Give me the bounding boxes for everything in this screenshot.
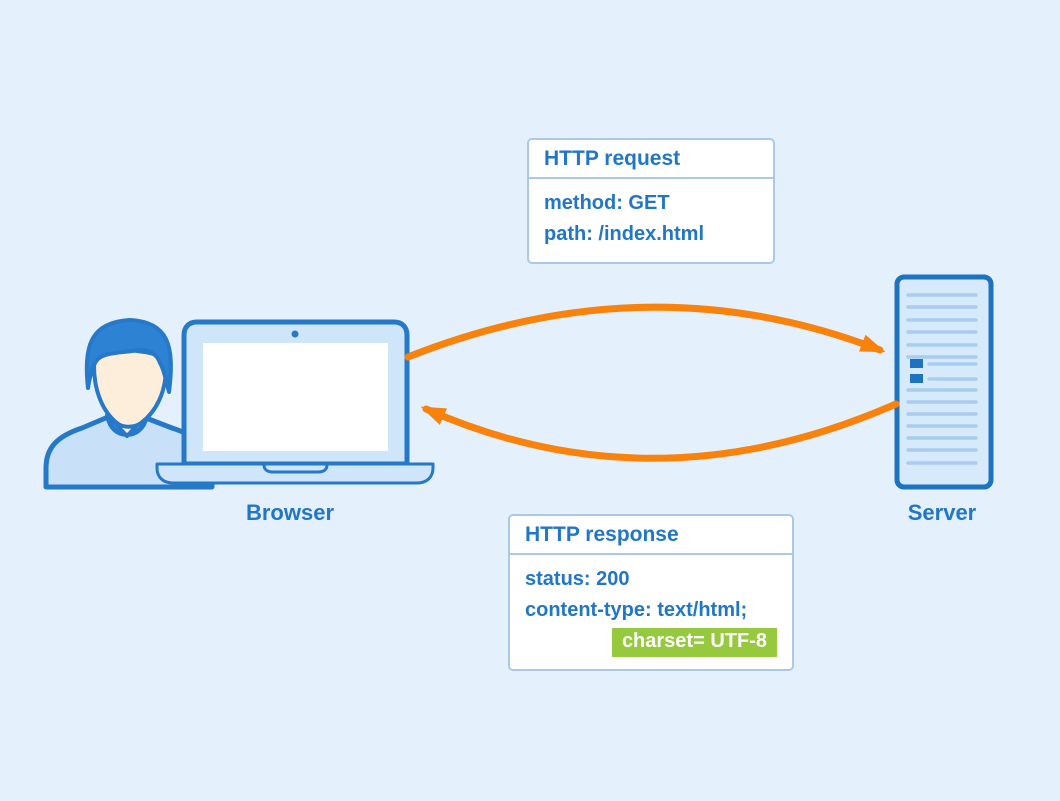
http-request-box: HTTP request method: GET path: /index.ht… [527, 138, 775, 264]
server-body [894, 274, 994, 490]
laptop-webcam-dot [291, 330, 299, 338]
browser-label: Browser [245, 500, 335, 525]
server-led-square-1 [910, 359, 923, 368]
laptop-base-notch [262, 462, 329, 474]
http-response-body: status: 200 content-type: text/html; cha… [510, 555, 792, 669]
laptop-icon [155, 319, 435, 485]
charset-badge: charset= UTF-8 [611, 628, 777, 657]
response-content-type-line: content-type: text/html; [525, 599, 748, 621]
charset-badge-row: charset= UTF-8 [525, 628, 777, 657]
server-label: Server [907, 500, 977, 525]
http-response-title: HTTP response [510, 516, 792, 555]
http-response-box: HTTP response status: 200 content-type: … [508, 514, 794, 671]
server-vents [906, 293, 978, 465]
server-rack-icon [894, 274, 994, 490]
request-path-line: path: /index.html [544, 223, 704, 245]
server-led-square-2 [910, 374, 923, 383]
request-arrow-icon [404, 303, 886, 361]
http-request-title: HTTP request [529, 140, 773, 179]
user-icon [43, 318, 215, 490]
http-request-body: method: GET path: /index.html [529, 179, 773, 262]
user-hair [84, 318, 173, 394]
response-status-line: status: 200 [525, 568, 630, 590]
user-face [92, 346, 168, 429]
laptop-screen [203, 343, 388, 451]
request-method-line: method: GET [544, 192, 670, 214]
response-arrow-icon [420, 400, 900, 462]
